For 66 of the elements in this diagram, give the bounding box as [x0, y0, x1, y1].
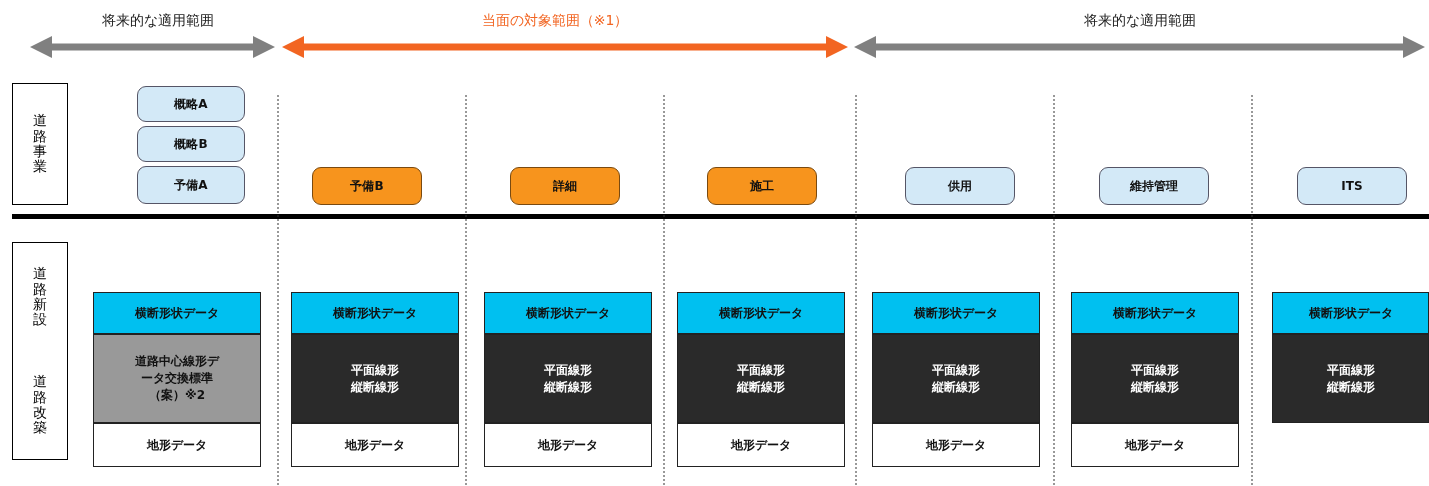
box-label: 平面線形縦断線形	[349, 361, 400, 396]
data-band	[1071, 334, 1239, 423]
box-label: 予備A	[174, 176, 208, 194]
box-label: 横断形状データ	[1113, 304, 1197, 322]
section-frame	[12, 242, 68, 460]
data-band	[93, 423, 261, 467]
data-band	[93, 292, 261, 334]
box-label: 維持管理	[1130, 177, 1178, 195]
data-band	[291, 292, 459, 334]
section-label: 道路新設	[33, 266, 47, 328]
section-label: 道路事業	[33, 113, 47, 175]
data-band	[1272, 292, 1429, 334]
box-label: 平面線形縦断線形	[930, 361, 981, 396]
data-band	[677, 334, 845, 423]
box-label: ITS	[1341, 179, 1363, 193]
data-band	[1071, 292, 1239, 334]
box-label: 平面線形縦断線形	[735, 361, 786, 396]
data-band	[872, 334, 1040, 423]
box-label: 横断形状データ	[1308, 304, 1393, 322]
data-band	[872, 423, 1040, 467]
phase-box	[137, 166, 245, 204]
box-label: 横断形状データ	[333, 304, 417, 322]
data-band	[291, 334, 459, 423]
data-band	[1071, 423, 1239, 467]
data-band	[872, 292, 1040, 334]
box-label: 地形データ	[147, 436, 207, 454]
box-label: 概略B	[174, 135, 208, 153]
box-label: 予備B	[350, 177, 384, 195]
range-label: 将来的な適用範囲	[102, 12, 214, 30]
box-label: 地形データ	[345, 436, 405, 454]
data-band	[93, 334, 261, 423]
section-label: 道路改築	[33, 374, 47, 436]
phase-box	[1297, 167, 1407, 205]
phase-box	[905, 167, 1015, 205]
box-label: 平面線形縦断線形	[542, 361, 593, 396]
box-label: 道路中心線形データ交換標準（案）※2	[134, 353, 221, 404]
box-label: 地形データ	[538, 436, 598, 454]
box-label: 平面線形縦断線形	[1325, 361, 1376, 396]
phase-box	[707, 167, 817, 205]
box-label: 地形データ	[926, 436, 986, 454]
phase-box	[137, 126, 245, 162]
box-label: 施工	[750, 177, 774, 195]
box-label: 概略A	[174, 95, 208, 113]
box-label: 平面線形縦断線形	[1129, 361, 1180, 396]
range-label: 当面の対象範囲（※1）	[481, 12, 629, 30]
box-label: 地形データ	[731, 436, 791, 454]
box-label: 横断形状データ	[914, 304, 998, 322]
data-band	[677, 292, 845, 334]
range-label: 将来的な適用範囲	[1084, 12, 1196, 30]
box-label: 供用	[948, 177, 972, 195]
phase-box	[137, 86, 245, 122]
data-band	[1272, 334, 1429, 423]
phase-box	[1099, 167, 1209, 205]
data-band	[484, 292, 652, 334]
phase-box	[312, 167, 422, 205]
box-label: 詳細	[553, 177, 577, 195]
box-label: 横断形状データ	[135, 304, 219, 322]
section-frame	[12, 83, 68, 205]
data-band	[484, 334, 652, 423]
phase-box	[510, 167, 620, 205]
box-label: 地形データ	[1125, 436, 1185, 454]
data-band	[484, 423, 652, 467]
box-label: 横断形状データ	[719, 304, 803, 322]
data-band	[677, 423, 845, 467]
data-band	[291, 423, 459, 467]
box-label: 横断形状データ	[526, 304, 610, 322]
